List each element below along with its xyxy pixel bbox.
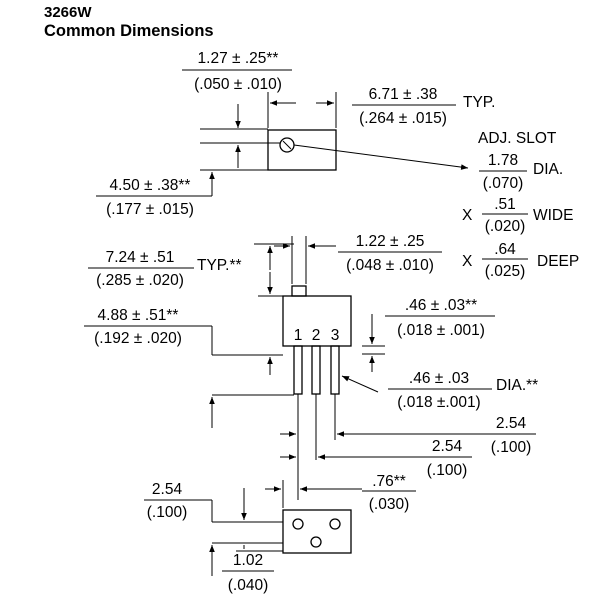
dim-1-02-top: 1.02 bbox=[233, 552, 263, 569]
slot-wide-suffix: WIDE bbox=[533, 207, 573, 224]
dim-2-54-bottom-bottom: (.100) bbox=[147, 504, 188, 521]
pin-hole-3 bbox=[329, 518, 341, 530]
slot-dia-suffix: DIA. bbox=[533, 161, 563, 178]
pin-label-1: 1 bbox=[294, 327, 303, 344]
dim-1-02: 1.02 (.040) bbox=[222, 545, 283, 594]
dim-1-22-bottom: (.048 ± .010) bbox=[346, 257, 434, 274]
slot-wide-top: .51 bbox=[494, 196, 516, 213]
dim-6-71-suffix: TYP. bbox=[463, 94, 495, 111]
side-view: 1 2 3 7.24 ± .51 (.285 ± .020) TYP.** 1.… bbox=[84, 233, 538, 500]
pin-hole-1 bbox=[292, 518, 304, 530]
slot-x1: X bbox=[462, 207, 473, 224]
dim-2-54-right-bottom: (.100) bbox=[491, 439, 532, 456]
slot-deep-bottom: (.025) bbox=[485, 263, 526, 280]
bottom-view: 2.54 (.100) .76** (.030) 1.02 (.040) bbox=[144, 473, 416, 594]
dim-0-46-dia-top: .46 ± .03 bbox=[409, 370, 469, 387]
slot-deep-top: .64 bbox=[494, 241, 516, 258]
dim-7-24-suffix: TYP.** bbox=[197, 257, 242, 274]
page-title: 3266W bbox=[44, 4, 92, 21]
dim-1-27: 1.27 ± .25** (.050 ± .010) bbox=[182, 50, 292, 168]
pin-3 bbox=[330, 345, 340, 395]
adjustment-screw-side bbox=[291, 285, 307, 297]
slot-dia-top: 1.78 bbox=[488, 152, 518, 169]
dim-0-46-dia-bottom: (.018 ±.001) bbox=[397, 394, 480, 411]
dim-0-46-thickness: .46 ± .03** (.018 ± .001) bbox=[362, 297, 495, 372]
dim-6-71-top: 6.71 ± .38 bbox=[369, 86, 438, 103]
slot-wide-bottom: (.020) bbox=[485, 218, 526, 235]
dim-7-24-bottom: (.285 ± .020) bbox=[96, 272, 184, 289]
dim-1-22: 1.22 ± .25 (.048 ± .010) bbox=[274, 233, 442, 284]
slot-dia-bottom: (.070) bbox=[483, 175, 524, 192]
pin-1 bbox=[293, 345, 303, 395]
dim-0-46-bottom: (.018 ± .001) bbox=[397, 322, 485, 339]
dim-7-24-top: 7.24 ± .51 bbox=[106, 249, 175, 266]
dim-2-54-middle-top: 2.54 bbox=[432, 438, 463, 455]
pin-label-3: 3 bbox=[331, 327, 340, 344]
dim-2-54-middle-bottom: (.100) bbox=[427, 462, 468, 479]
dim-0-46-dia: .46 ± .03 (.018 ±.001) DIA.** bbox=[341, 370, 538, 411]
dim-6-71-bottom: (.264 ± .015) bbox=[359, 110, 447, 127]
dim-4-88-top: 4.88 ± .51** bbox=[98, 307, 179, 324]
dim-2-54-bottom: 2.54 (.100) bbox=[144, 481, 283, 576]
dim-4-50: 4.50 ± .38** (.177 ± .015) bbox=[96, 169, 268, 218]
page-subtitle: Common Dimensions bbox=[44, 22, 214, 40]
dim-0-76-top: .76** bbox=[372, 473, 406, 490]
dim-2-54-right-top: 2.54 bbox=[496, 415, 527, 432]
dim-0-46-dia-suffix: DIA.** bbox=[496, 377, 538, 394]
top-view-body bbox=[267, 129, 337, 171]
adj-slot-leader bbox=[293, 144, 469, 170]
top-view: 1.27 ± .25** (.050 ± .010) 6.71 ± .38 (.… bbox=[96, 50, 579, 280]
dim-0-46-top: .46 ± .03** bbox=[405, 297, 477, 314]
dim-1-27-bottom: (.050 ± .010) bbox=[194, 76, 282, 93]
bottom-view-body bbox=[282, 509, 352, 554]
dim-7-24: 7.24 ± .51 (.285 ± .020) TYP.** bbox=[88, 243, 294, 297]
pin-label-2: 2 bbox=[312, 327, 321, 344]
dim-4-88: 4.88 ± .51** (.192 ± .020) bbox=[84, 307, 294, 428]
dim-4-50-top: 4.50 ± .38** bbox=[110, 177, 191, 194]
dim-4-50-bottom: (.177 ± .015) bbox=[106, 201, 194, 218]
adj-slot-notes: ADJ. SLOT 1.78 (.070) DIA. X .51 (.020) … bbox=[462, 130, 579, 280]
dim-0-76: .76** (.030) bbox=[265, 473, 416, 513]
dim-4-88-bottom: (.192 ± .020) bbox=[94, 330, 182, 347]
pin-2 bbox=[311, 345, 321, 395]
dim-0-76-bottom: (.030) bbox=[369, 496, 410, 513]
dim-6-71: 6.71 ± .38 (.264 ± .015) TYP. bbox=[267, 86, 495, 128]
dim-2-54-right: 2.54 (.100) bbox=[280, 415, 536, 456]
screw-slot bbox=[282, 140, 292, 150]
slot-x2: X bbox=[462, 253, 473, 270]
dim-2-54-bottom-top: 2.54 bbox=[152, 481, 183, 498]
dim-1-22-top: 1.22 ± .25 bbox=[356, 233, 425, 250]
slot-deep-suffix: DEEP bbox=[537, 253, 579, 270]
dim-1-27-top: 1.27 ± .25** bbox=[198, 50, 279, 67]
dim-2-54-middle: 2.54 (.100) bbox=[280, 438, 472, 479]
adj-slot-label: ADJ. SLOT bbox=[478, 130, 557, 147]
dim-1-02-bottom: (.040) bbox=[228, 577, 269, 594]
pin-hole-2 bbox=[310, 536, 322, 548]
